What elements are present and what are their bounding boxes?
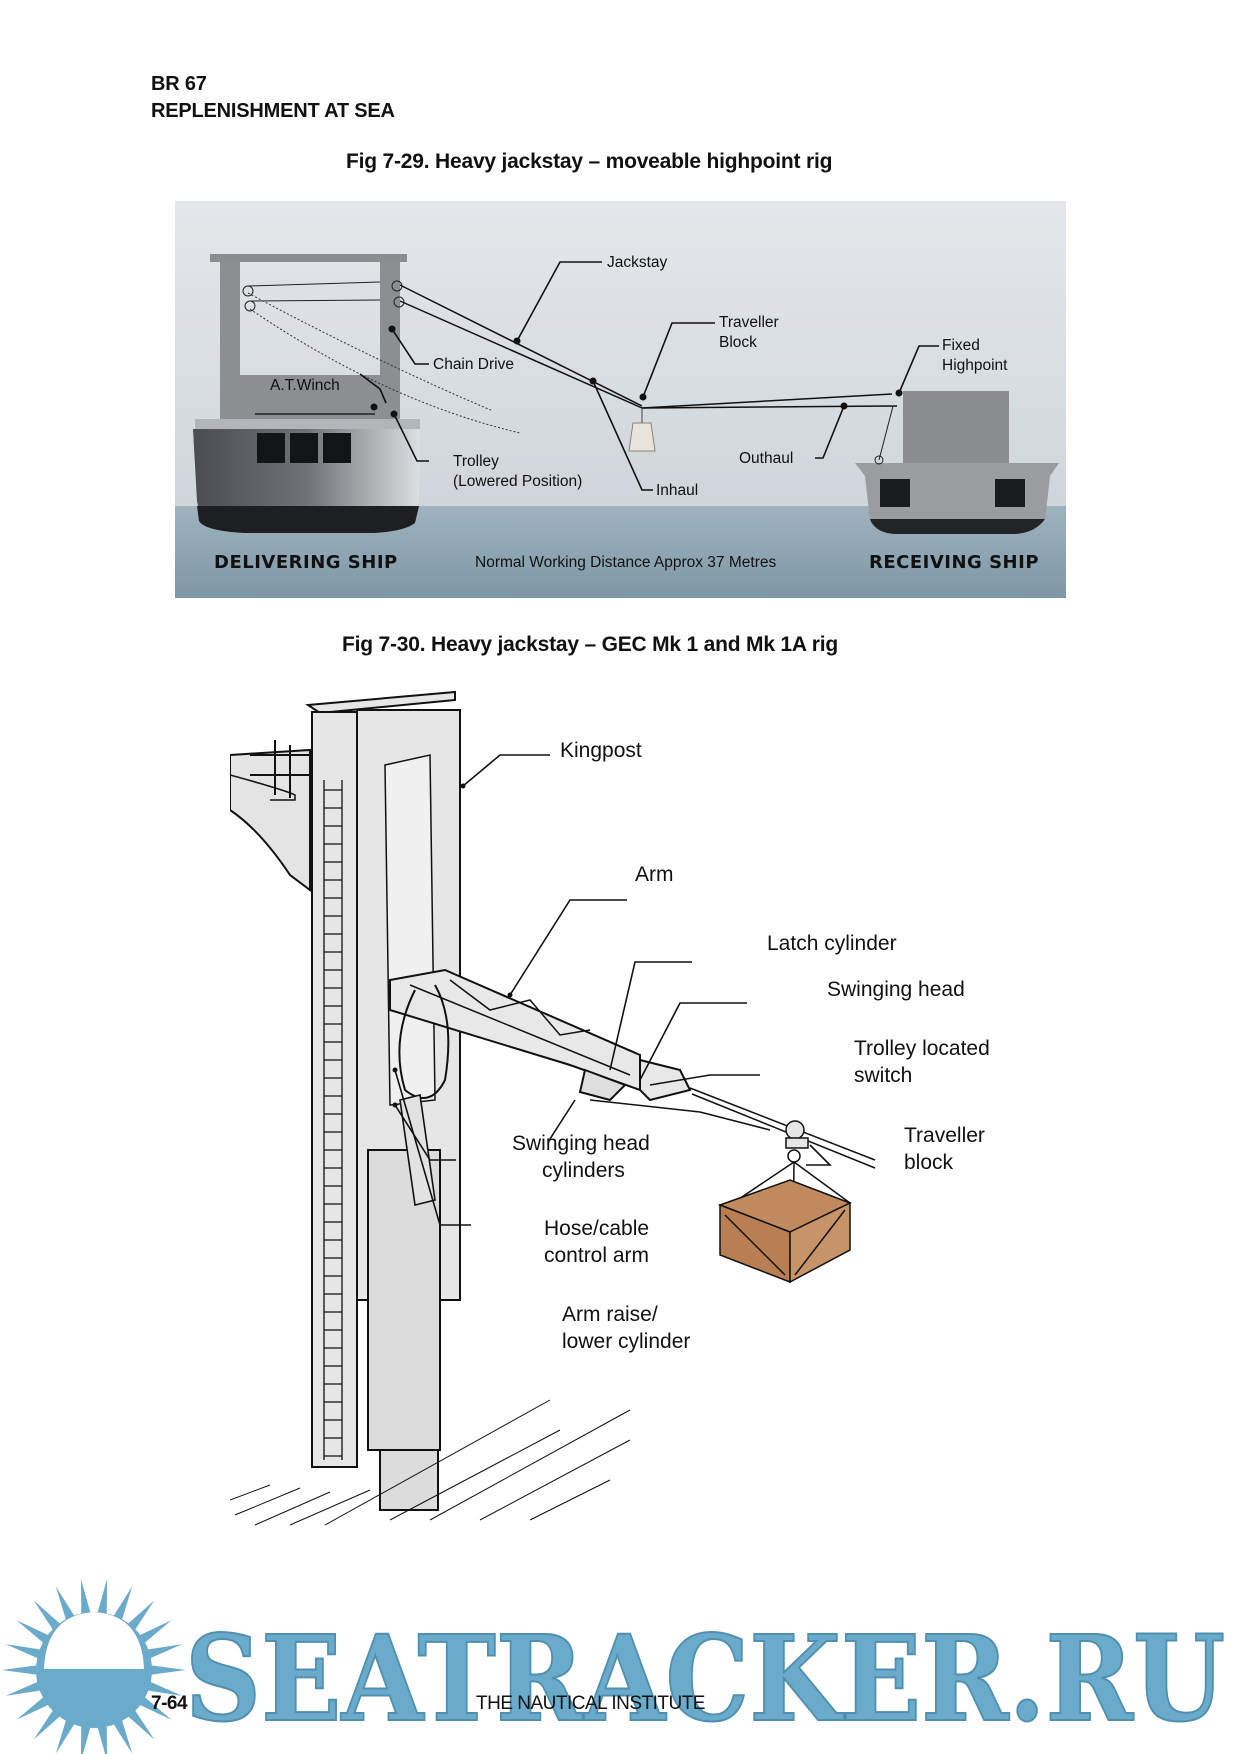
sun-ray [80, 1723, 92, 1754]
sun-ray [126, 1600, 155, 1632]
figure-7-29-illustration: Jackstay Traveller Block Fixed Highpoint… [175, 201, 1066, 598]
sun-ray [55, 1586, 76, 1623]
label-traveller-block-line2: Block [719, 334, 757, 351]
sun-logo-icon [2, 1578, 186, 1754]
sun-ray [137, 1695, 172, 1720]
label-delivering-ship: DELIVERING SHIP [214, 552, 398, 573]
seatracker-watermark: SEATRACKER.RU [2, 1578, 1226, 1754]
label-receiving-ship: RECEIVING SHIP [869, 552, 1039, 573]
label-hose-cable-line2: control arm [544, 1244, 649, 1267]
label-swinging-head: Swinging head [827, 978, 965, 1001]
label-latch-cylinder: Latch cylinder [767, 932, 897, 955]
kingpost [305, 690, 461, 1511]
label-fixed-highpoint-line1: Fixed [942, 337, 980, 354]
sun-ray [137, 1620, 172, 1645]
sun-ray [5, 1680, 43, 1696]
publisher-name: THE NAUTICAL INSTITUTE [476, 1693, 705, 1714]
sun-ray [112, 1586, 133, 1623]
label-kingpost: Kingpost [560, 739, 642, 762]
label-chain-drive: Chain Drive [433, 356, 514, 373]
label-outhaul: Outhaul [739, 450, 793, 467]
sun-ray [33, 1600, 62, 1632]
page-number: 7-64 [151, 1693, 188, 1714]
hose-loop [398, 984, 450, 1099]
label-trolley-switch-line1: Trolley located [854, 1037, 990, 1060]
watermark-text: SEATRACKER.RU [185, 1609, 1225, 1748]
label-trolley-line1: Trolley [453, 453, 499, 470]
label-hose-cable-line1: Hose/cable [544, 1217, 649, 1240]
label-trolley-line2: (Lowered Position) [453, 473, 582, 490]
sun-ray [96, 1578, 108, 1617]
label-inhaul: Inhaul [656, 482, 698, 499]
sun-ray [16, 1695, 51, 1720]
jackstay-wires [589, 1087, 876, 1169]
traveller-block [785, 1120, 809, 1163]
sun-ray [2, 1665, 40, 1675]
figure-caption-7-30: Fig 7-30. Heavy jackstay – GEC Mk 1 and … [342, 633, 838, 656]
label-trolley-switch-line2: switch [854, 1064, 912, 1087]
sun-ray [16, 1620, 51, 1645]
sun-ray [96, 1723, 108, 1754]
kingpost-ladder [323, 780, 343, 1460]
label-arm-raise-line1: Arm raise/ [562, 1303, 658, 1326]
label-swinging-head-cylinders-line2: cylinders [542, 1159, 625, 1182]
arm-truss [389, 968, 692, 1102]
label-traveller-block-line2: block [904, 1151, 954, 1174]
deck-hatching [230, 1399, 631, 1526]
label-arm-raise-line2: lower cylinder [562, 1330, 690, 1353]
delivering-ship [193, 254, 420, 533]
cargo-net-load [628, 408, 656, 452]
label-traveller-block-line1: Traveller [904, 1124, 985, 1147]
label-distance-note: Normal Working Distance Approx 37 Metres [475, 554, 776, 571]
label-arm: Arm [635, 863, 674, 886]
sun-ray [148, 1665, 186, 1675]
sun-ray [5, 1644, 43, 1660]
figure-caption-7-29: Fig 7-29. Heavy jackstay – moveable high… [346, 150, 833, 173]
sun-ray [126, 1708, 155, 1740]
figure-7-29-leaders [359, 261, 939, 491]
document-title: REPLENISHMENT AT SEA [151, 100, 395, 122]
receiving-ship [855, 391, 1059, 534]
sun-ray [55, 1717, 76, 1754]
label-traveller-block-line1: Traveller [719, 314, 779, 331]
figure-7-30-illustration: Kingpost Arm Latch cylinder Swinging hea… [230, 690, 990, 1526]
label-fixed-highpoint-line2: Highpoint [942, 357, 1008, 374]
document-id: BR 67 [151, 73, 207, 95]
sun-ray [112, 1717, 133, 1754]
document-header: BR 67 REPLENISHMENT AT SEA [151, 71, 395, 125]
label-swinging-head-cylinders-line1: Swinging head [512, 1132, 650, 1155]
cargo-crate [717, 1161, 852, 1284]
sun-ray [80, 1578, 92, 1617]
sun-ray [145, 1680, 183, 1696]
label-at-winch: A.T.Winch [270, 377, 340, 394]
sun-ray [145, 1644, 183, 1660]
figure-7-30-leaders [394, 754, 832, 1226]
sun-ray [33, 1708, 62, 1740]
label-jackstay: Jackstay [607, 254, 668, 271]
